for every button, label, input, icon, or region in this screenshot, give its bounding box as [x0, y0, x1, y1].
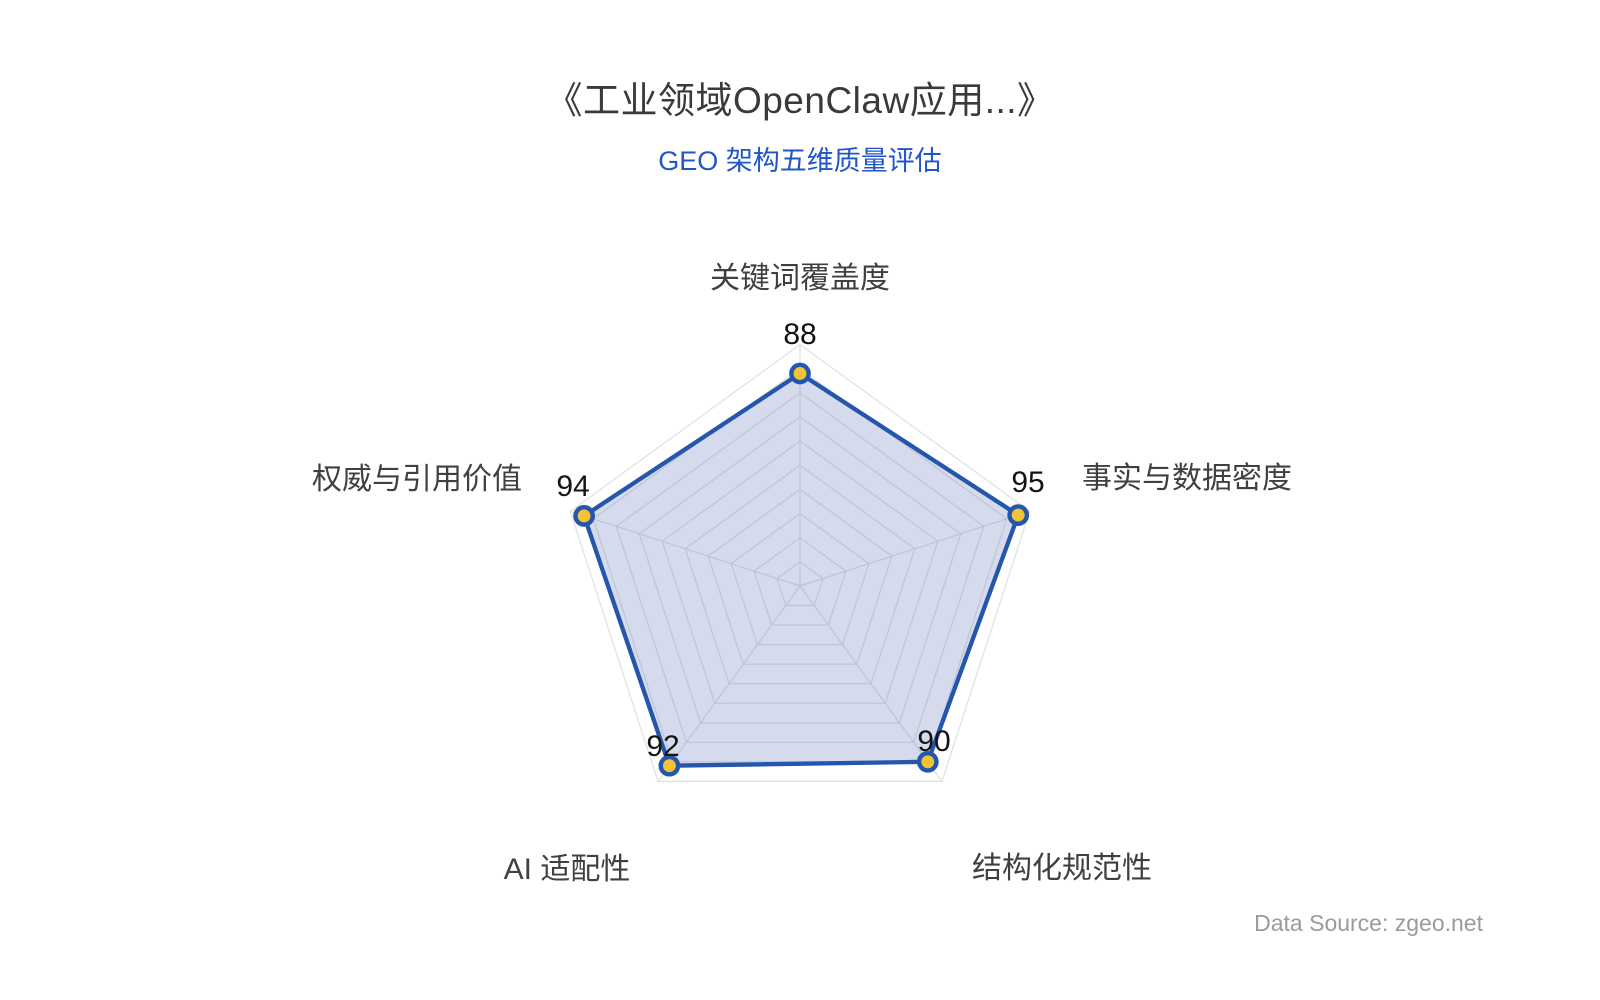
value-label-left: 94	[556, 470, 590, 503]
grid-ring-7	[638, 416, 962, 724]
data-polygon	[581, 371, 1021, 768]
value-label-right: 95	[1011, 466, 1045, 499]
axis-spoke-3	[657, 585, 801, 782]
axis-label-bottom-left: AI 适配性	[503, 853, 631, 886]
data-point-0[interactable]	[789, 362, 811, 385]
data-point-4[interactable]	[573, 505, 595, 527]
value-label-bottom-right: 90	[917, 725, 951, 758]
data-source-note: Data Source: zgeo.net	[1254, 910, 1483, 936]
axis-label-top: 关键词覆盖度	[710, 262, 890, 295]
grid-ring-1	[776, 561, 824, 607]
axis-spoke-4	[570, 510, 801, 587]
axis-spoke-1	[799, 510, 1030, 587]
grid-ring-4	[707, 488, 893, 665]
axis-label-right: 事实与数据密度	[1082, 462, 1292, 495]
value-label-bottom-left: 92	[646, 730, 680, 763]
chart-subtitle: GEO 架构五维质量评估	[658, 146, 942, 176]
value-label-top: 88	[783, 318, 817, 351]
chart-title: 《工业领域OpenClaw应用...》	[545, 80, 1055, 121]
grid-ring-5	[684, 464, 916, 685]
axis-label-bottom-right: 结构化规范性	[972, 852, 1152, 885]
axis-label-left: 权威与引用价值	[312, 463, 522, 496]
grid-ring-3	[730, 512, 870, 646]
grid-ring-10	[569, 343, 1031, 783]
grid-ring-2	[753, 536, 847, 626]
grid-ring-6	[661, 440, 939, 704]
data-point-2[interactable]	[916, 750, 939, 773]
data-point-3[interactable]	[658, 754, 681, 777]
data-point-1[interactable]	[1007, 504, 1030, 526]
axis-spoke-2	[799, 585, 943, 782]
grid-ring-8	[615, 392, 985, 743]
